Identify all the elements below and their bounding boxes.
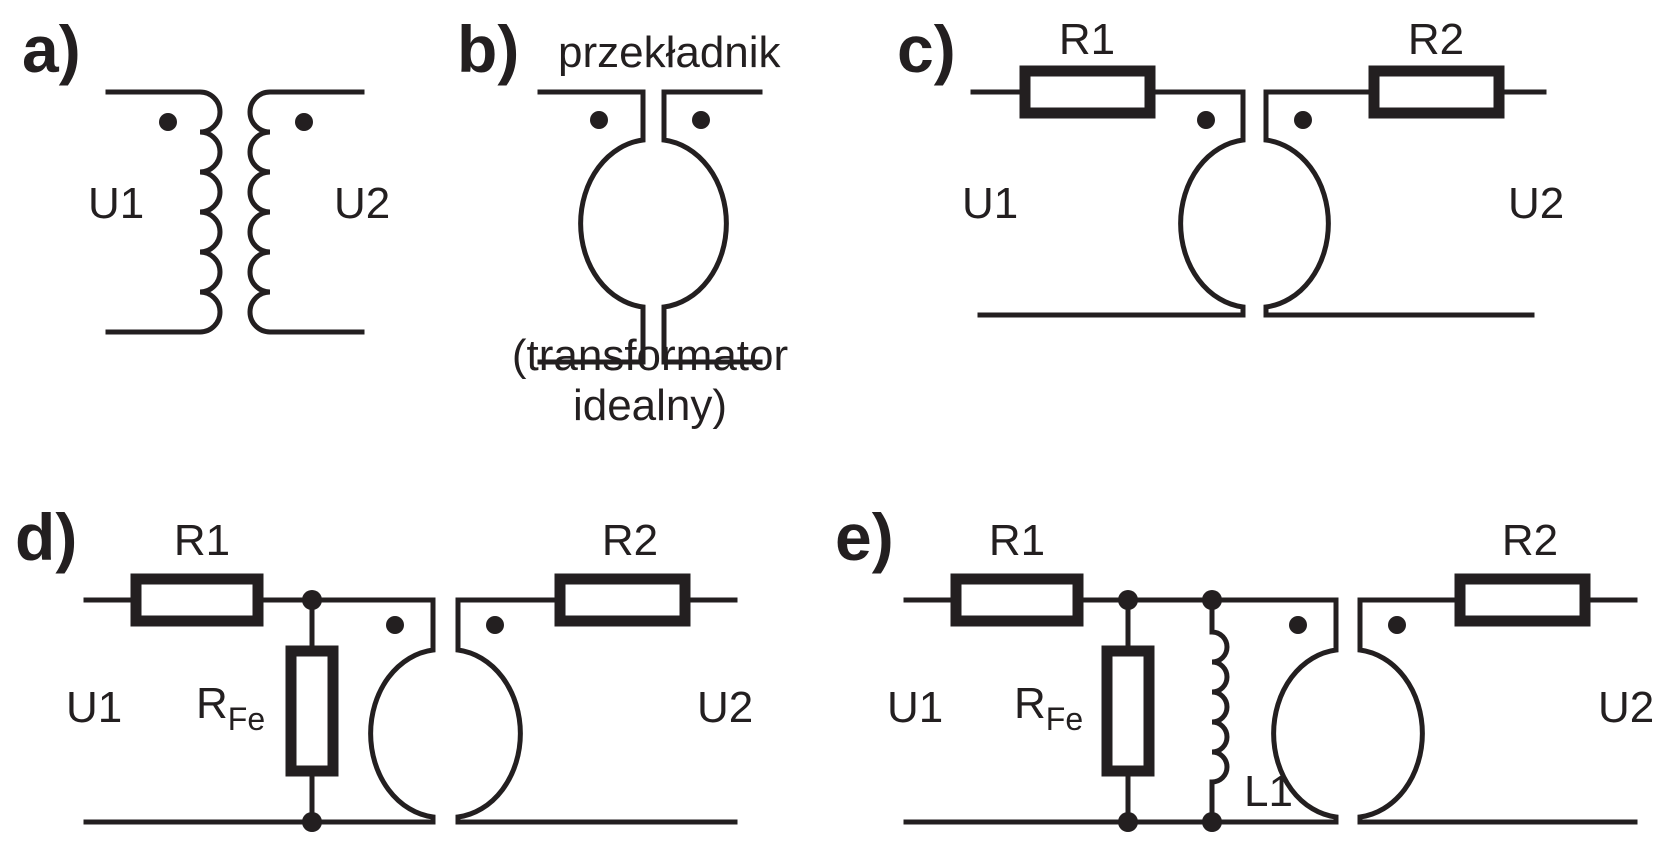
circuit-a: a) U1 U2 <box>22 12 390 335</box>
circuit-d-top-junction <box>302 590 322 610</box>
circuit-b-caption-top: przekładnik <box>558 28 782 77</box>
circuit-d-bottom-junction <box>302 812 322 832</box>
circuit-c-r2-label: R2 <box>1408 15 1464 64</box>
circuit-e-l1-bottom-junction <box>1202 812 1222 832</box>
circuit-d-u2-label: U2 <box>697 683 753 732</box>
circuit-d-secondary-wiring <box>455 597 738 825</box>
circuit-b-secondary-polarity-dot <box>692 111 710 129</box>
circuit-e-l1-inductor <box>1209 597 1230 825</box>
circuit-c-secondary-polarity-dot <box>1294 111 1312 129</box>
circuit-e-secondary-polarity-dot <box>1388 616 1406 634</box>
circuit-c: c) R1 R2 U1 U2 <box>897 12 1564 318</box>
circuit-d-primary-wiring <box>83 597 436 825</box>
circuit-d-rfe-label: RFe <box>196 679 265 737</box>
circuit-b: b) przekładnik (transformator idealny) <box>457 12 788 430</box>
circuit-a-u2-label: U2 <box>334 179 390 228</box>
circuit-e-l1-top-junction <box>1202 590 1222 610</box>
circuit-d-r2-resistor <box>554 573 691 627</box>
circuit-d-rfe-resistor <box>285 645 339 777</box>
circuit-c-label: c) <box>897 12 956 86</box>
circuit-e-u1-label: U1 <box>887 683 943 732</box>
circuit-b-caption-bottom-line1: (transformator <box>512 331 788 380</box>
circuit-e-primary-wiring <box>903 597 1339 825</box>
circuit-d-r1-resistor <box>130 573 264 627</box>
circuit-c-r1-label: R1 <box>1059 15 1115 64</box>
circuit-e-r2-label: R2 <box>1502 516 1558 565</box>
circuit-c-secondary-wiring <box>1263 89 1547 318</box>
circuit-d-r1-label: R1 <box>174 516 230 565</box>
circuit-e-rfe-main: R <box>1014 679 1046 728</box>
circuit-b-primary-winding <box>537 89 646 365</box>
circuit-e-r1-label: R1 <box>989 516 1045 565</box>
circuit-a-primary-polarity-dot <box>159 113 177 131</box>
circuit-d: d) R1 R2 U1 U2 RFe <box>15 500 753 832</box>
circuit-d-u1-label: U1 <box>66 683 122 732</box>
circuit-e-secondary-wiring <box>1357 597 1638 825</box>
circuit-e: e) R1 R2 U1 U2 RFe L1 <box>835 500 1654 832</box>
circuit-a-secondary-polarity-dot <box>295 113 313 131</box>
circuit-d-label: d) <box>15 500 77 574</box>
circuit-b-label: b) <box>457 12 519 86</box>
circuit-b-primary-polarity-dot <box>590 111 608 129</box>
circuit-d-primary-polarity-dot <box>386 616 404 634</box>
circuit-e-rfe-resistor <box>1101 645 1155 777</box>
circuit-c-u1-label: U1 <box>962 179 1018 228</box>
circuit-a-label: a) <box>22 12 81 86</box>
circuit-c-u2-label: U2 <box>1508 179 1564 228</box>
circuit-a-u1-label: U1 <box>88 179 144 228</box>
circuit-d-rfe-main: R <box>196 679 228 728</box>
circuit-b-secondary-winding <box>661 89 763 365</box>
circuit-d-r2-label: R2 <box>602 516 658 565</box>
circuit-e-primary-polarity-dot <box>1289 616 1307 634</box>
circuit-a-primary-winding <box>105 89 223 335</box>
circuit-e-rfe-top-junction <box>1118 590 1138 610</box>
circuit-b-caption-bottom-line2: idealny) <box>573 381 727 430</box>
circuit-c-primary-wiring <box>970 89 1246 318</box>
circuit-e-u2-label: U2 <box>1598 683 1654 732</box>
circuit-a-secondary-winding <box>247 89 365 335</box>
circuit-e-l1-label: L1 <box>1244 767 1293 816</box>
circuit-e-r2-resistor <box>1454 573 1591 627</box>
circuit-c-primary-polarity-dot <box>1197 111 1215 129</box>
circuit-e-rfe-bottom-junction <box>1118 812 1138 832</box>
circuit-e-rfe-subscript: Fe <box>1046 701 1083 737</box>
circuit-c-r2-resistor <box>1368 65 1505 119</box>
circuit-d-secondary-polarity-dot <box>486 616 504 634</box>
circuit-e-r1-resistor <box>950 573 1084 627</box>
circuit-e-rfe-label: RFe <box>1014 679 1083 737</box>
circuit-e-label: e) <box>835 500 894 574</box>
circuit-d-rfe-subscript: Fe <box>228 701 265 737</box>
circuit-c-r1-resistor <box>1019 65 1156 119</box>
